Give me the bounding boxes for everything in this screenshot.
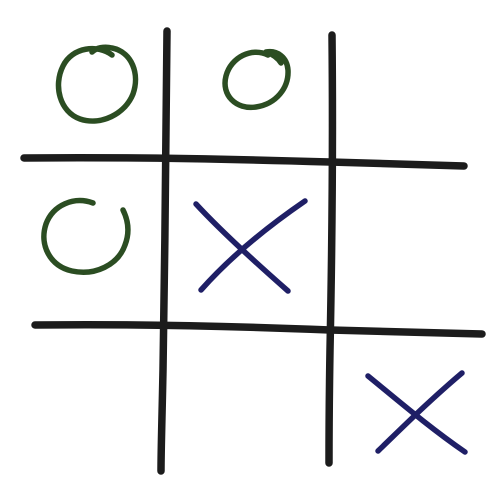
grid-lines [20, 27, 486, 475]
x-mark-r2-c2 [193, 198, 308, 294]
o-mark-r2-c1 [41, 197, 131, 275]
board-cell-r1-c3[interactable] [331, 20, 490, 160]
board-cell-r2-c3[interactable] [331, 160, 490, 328]
x-mark-stroke-2 [375, 370, 465, 454]
x-mark-stroke-2 [198, 198, 308, 293]
grid-line-vertical-left [157, 27, 171, 475]
grid-line-horizontal-bottom [31, 320, 486, 338]
x-mark-stroke-1 [193, 201, 291, 294]
board-cell-r1-c1[interactable] [20, 20, 165, 160]
grid-line-horizontal-top [20, 153, 468, 170]
board-cell-r3-c1[interactable] [20, 328, 165, 490]
board-marks [41, 44, 468, 455]
grid-line-vertical-right [325, 31, 337, 467]
o-mark-r1-c1 [55, 44, 139, 124]
board-cell-r3-c2[interactable] [165, 328, 331, 490]
board-cell-r1-c2[interactable] [165, 20, 331, 160]
o-mark-r1-c2 [222, 48, 291, 111]
x-mark-r3-c3 [365, 370, 468, 455]
